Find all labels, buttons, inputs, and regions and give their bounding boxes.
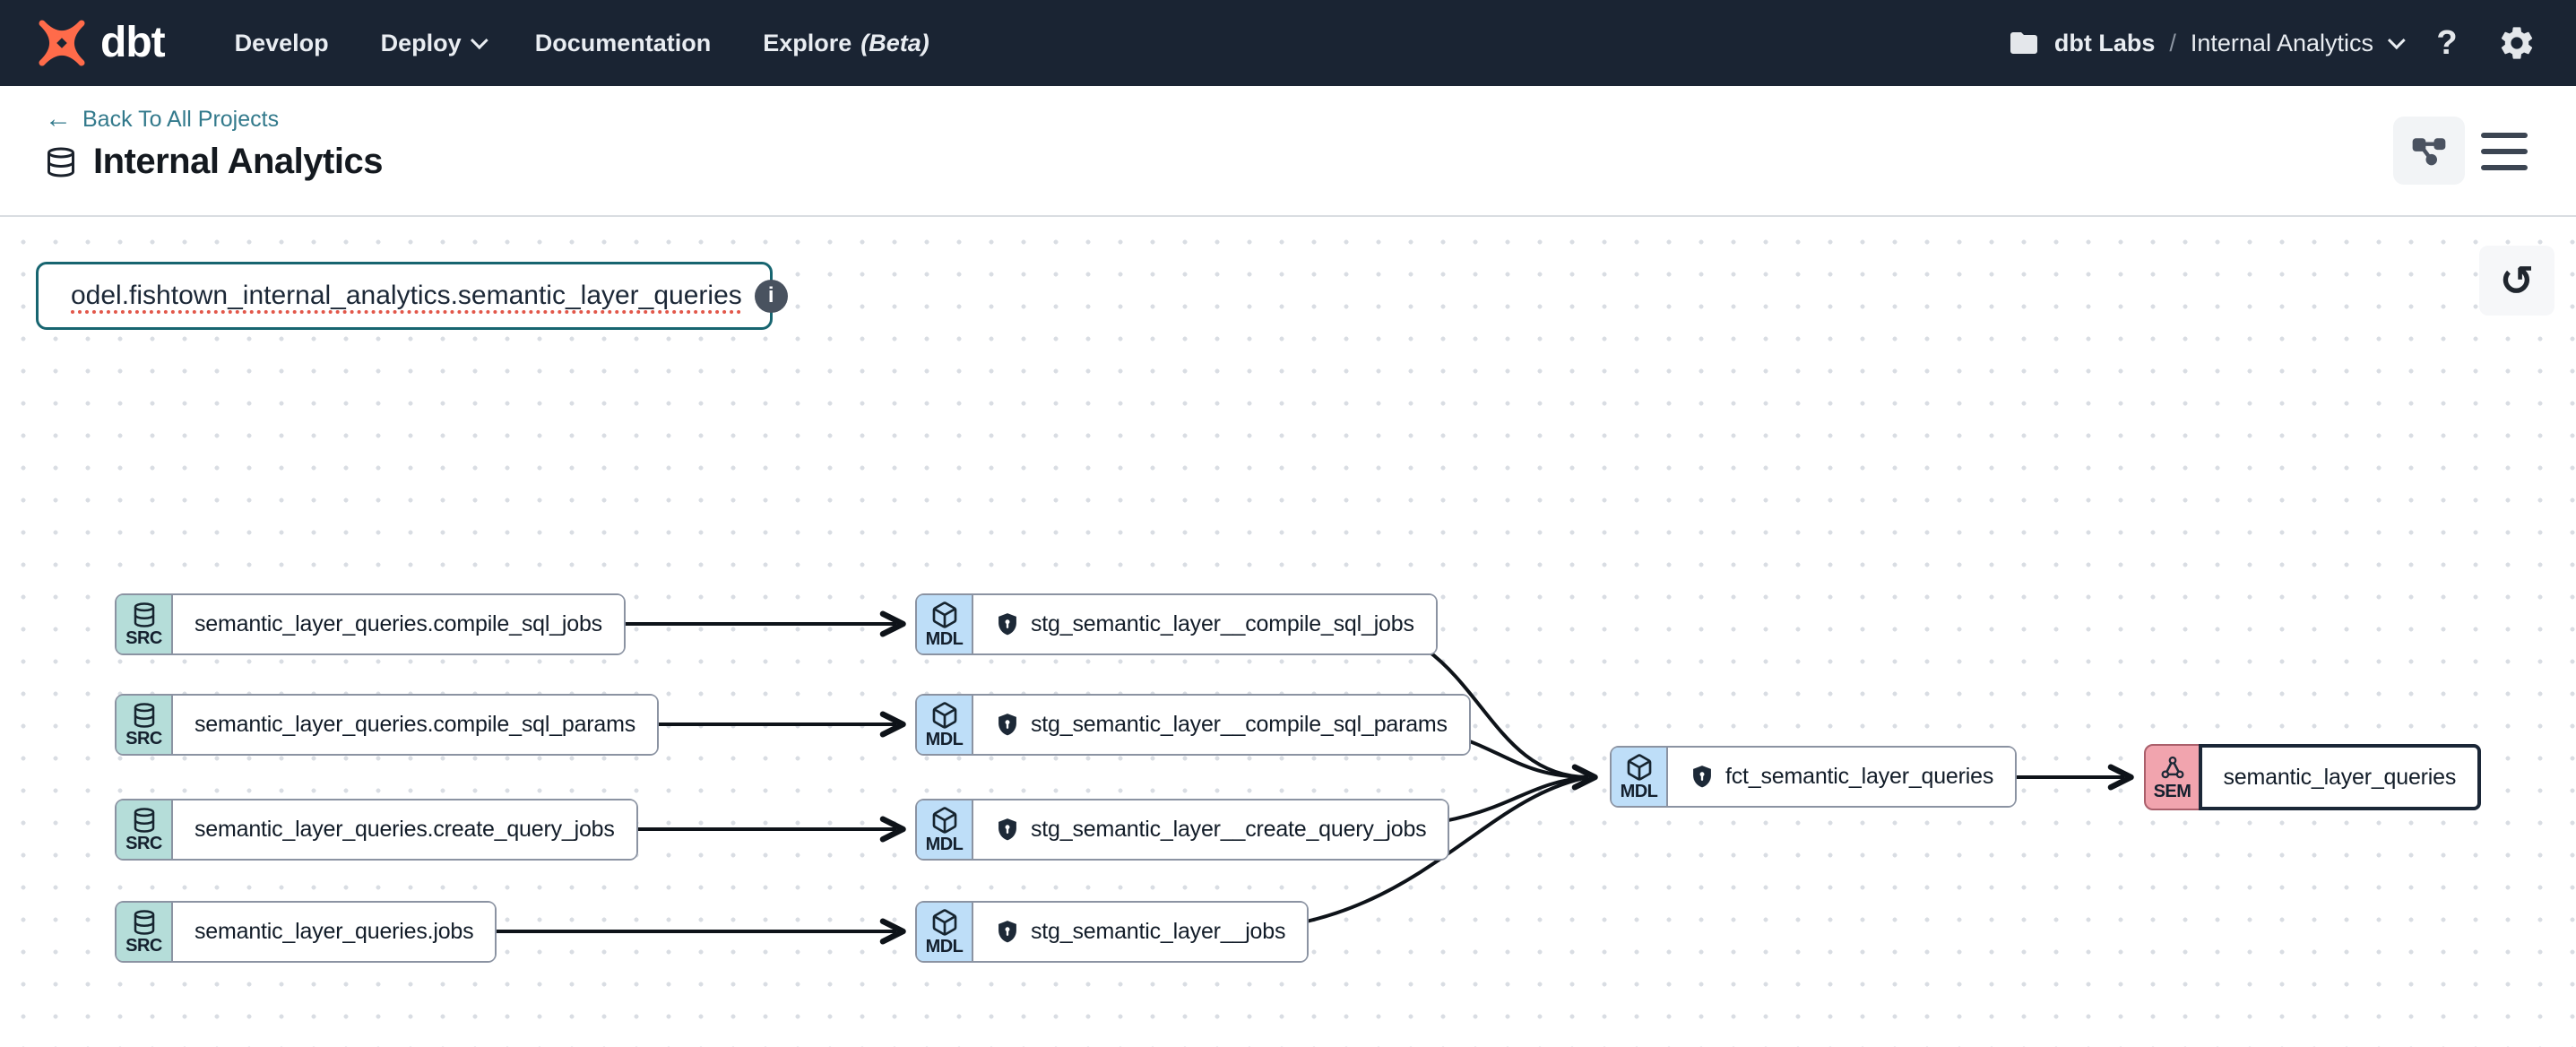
- node-label: stg_semantic_layer__create_query_jobs: [1031, 817, 1426, 843]
- shield-lock-icon: [995, 713, 1020, 738]
- cube-icon: [930, 601, 959, 629]
- search-value: odel.fishtown_internal_analytics.semanti…: [71, 281, 742, 311]
- project-title-row: Internal Analytics: [45, 142, 383, 182]
- nav-item-explore[interactable]: Explore (Beta): [763, 30, 929, 57]
- cube-icon: [930, 908, 959, 937]
- node-type-badge: MDL: [926, 835, 964, 853]
- lineage-node-source-create-query-jobs[interactable]: SRC semantic_layer_queries.create_query_…: [115, 799, 638, 861]
- dbt-logo[interactable]: dbt: [36, 17, 165, 69]
- node-type-badge: MDL: [1621, 783, 1658, 800]
- help-button[interactable]: ?: [2424, 20, 2470, 66]
- cube-icon: [930, 701, 959, 730]
- shield-lock-icon: [995, 920, 1020, 945]
- dbt-logo-icon: [36, 17, 88, 69]
- node-type-badge: MDL: [926, 731, 964, 748]
- lineage-icon: [2409, 131, 2449, 170]
- menu-icon: [2481, 133, 2528, 138]
- lineage-view-button[interactable]: [2393, 117, 2465, 185]
- back-to-projects-link[interactable]: ← Back To All Projects: [45, 106, 279, 133]
- node-label: semantic_layer_queries.jobs: [194, 919, 473, 945]
- lineage-node-semantic-layer-queries[interactable]: SEM semantic_layer_queries: [2144, 744, 2481, 810]
- cube-icon: [930, 806, 959, 835]
- semantic-model-icon: [2159, 755, 2186, 782]
- info-icon[interactable]: i: [755, 280, 788, 313]
- nav-item-documentation[interactable]: Documentation: [535, 30, 712, 57]
- node-type-badge: MDL: [926, 630, 964, 648]
- page-title: Internal Analytics: [93, 142, 383, 182]
- lineage-node-fct-semantic-layer-queries[interactable]: MDL fct_semantic_layer_queries: [1610, 746, 2017, 808]
- lineage-node-source-compile-sql-params[interactable]: SRC semantic_layer_queries.compile_sql_p…: [115, 694, 659, 756]
- primary-nav: Develop Deploy Documentation Explore (Be…: [235, 30, 929, 57]
- node-type-badge: SEM: [2154, 783, 2191, 800]
- help-icon: ?: [2436, 24, 2457, 63]
- nav-item-deploy[interactable]: Deploy: [381, 30, 483, 57]
- gear-icon: [2497, 23, 2537, 63]
- lineage-node-stg-jobs[interactable]: MDL stg_semantic_layer__jobs: [915, 901, 1309, 963]
- page-header: ← Back To All Projects Internal Analytic…: [0, 86, 2576, 217]
- account-project-breadcrumb[interactable]: dbt Labs / Internal Analytics: [2008, 27, 2400, 59]
- search-input[interactable]: odel.fishtown_internal_analytics.semanti…: [36, 262, 773, 330]
- database-icon: [131, 702, 158, 729]
- top-navbar: dbt Develop Deploy Documentation Explore…: [0, 0, 2576, 86]
- chevron-down-icon: [471, 31, 488, 49]
- project-name: Internal Analytics: [2191, 30, 2373, 57]
- reset-icon: ↺: [2500, 260, 2535, 301]
- navbar-right: dbt Labs / Internal Analytics ?: [2008, 20, 2540, 66]
- nav-item-develop[interactable]: Develop: [235, 30, 329, 57]
- database-icon: [131, 601, 158, 628]
- node-type-badge: SRC: [125, 629, 162, 647]
- lineage-node-stg-create-query-jobs[interactable]: MDL stg_semantic_layer__create_query_job…: [915, 799, 1449, 861]
- back-arrow-icon: ←: [45, 106, 72, 133]
- node-label: fct_semantic_layer_queries: [1725, 764, 1993, 790]
- node-label: semantic_layer_queries: [2224, 765, 2457, 791]
- breadcrumb-separator: /: [2169, 30, 2176, 57]
- node-label: stg_semantic_layer__compile_sql_jobs: [1031, 611, 1414, 637]
- shield-lock-icon: [995, 612, 1020, 637]
- lineage-canvas[interactable]: odel.fishtown_internal_analytics.semanti…: [0, 217, 2576, 1047]
- node-type-badge: SRC: [125, 835, 162, 852]
- project-database-icon: [45, 146, 77, 178]
- lineage-node-source-compile-sql-jobs[interactable]: SRC semantic_layer_queries.compile_sql_j…: [115, 593, 626, 655]
- lineage-node-stg-compile-sql-params[interactable]: MDL stg_semantic_layer__compile_sql_para…: [915, 694, 1471, 756]
- lineage-node-source-jobs[interactable]: SRC semantic_layer_queries.jobs: [115, 901, 497, 963]
- lineage-node-stg-compile-sql-jobs[interactable]: MDL stg_semantic_layer__compile_sql_jobs: [915, 593, 1438, 655]
- node-label: stg_semantic_layer__jobs: [1031, 919, 1285, 945]
- node-label: semantic_layer_queries.compile_sql_param…: [194, 712, 635, 738]
- shield-lock-icon: [1690, 765, 1715, 790]
- database-icon: [131, 807, 158, 834]
- settings-button[interactable]: [2494, 20, 2540, 66]
- account-name: dbt Labs: [2054, 30, 2156, 57]
- node-type-badge: MDL: [926, 938, 964, 956]
- brand-wordmark: dbt: [100, 22, 165, 65]
- chevron-down-icon: [2388, 31, 2406, 49]
- shield-lock-icon: [995, 818, 1020, 843]
- menu-button[interactable]: [2481, 133, 2528, 170]
- node-type-badge: SRC: [125, 730, 162, 748]
- cube-icon: [1625, 753, 1654, 782]
- node-label: semantic_layer_queries.compile_sql_jobs: [194, 611, 602, 637]
- reset-view-button[interactable]: ↺: [2479, 246, 2554, 316]
- node-label: stg_semantic_layer__compile_sql_params: [1031, 712, 1448, 738]
- explore-beta-tag: (Beta): [860, 30, 929, 57]
- database-icon: [131, 909, 158, 936]
- node-label: semantic_layer_queries.create_query_jobs: [194, 817, 615, 843]
- node-type-badge: SRC: [125, 937, 162, 955]
- folder-icon: [2008, 27, 2040, 59]
